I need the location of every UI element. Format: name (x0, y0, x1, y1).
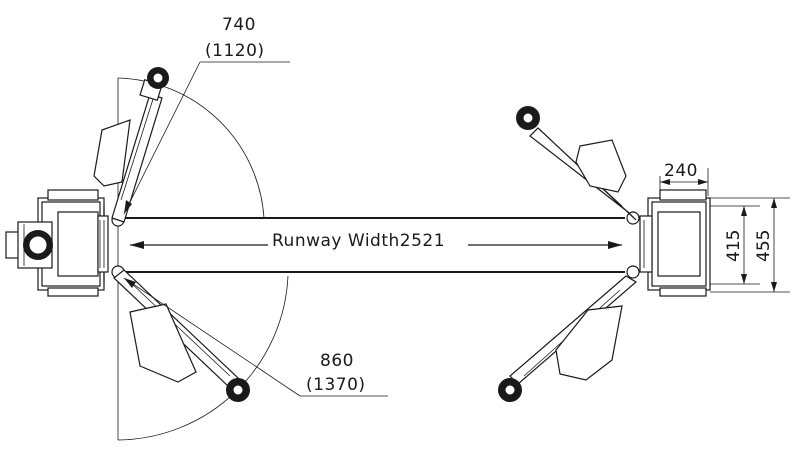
base-dimensions: 415 455 (710, 197, 790, 293)
base-outer-value: 455 (754, 230, 774, 262)
left-column (37, 189, 109, 297)
right-bottom-arm (498, 275, 638, 402)
right-top-arm (516, 106, 637, 221)
arm-short-value-alt: (1120) (205, 41, 265, 61)
arm-long-value: 860 (320, 351, 354, 371)
left-top-arm (93, 67, 169, 223)
column-offset-dimension: 240 (659, 161, 709, 196)
arm-short-dimension: 740 (1120) (123, 15, 290, 215)
runway-beams (125, 217, 625, 273)
arm-long-value-alt: (1370) (306, 375, 366, 395)
arm-short-value: 740 (222, 15, 256, 35)
motor-assembly (5, 221, 53, 269)
runway-width-label: Runway Width2521 (272, 231, 445, 251)
right-column (626, 189, 711, 297)
column-offset-value: 240 (664, 161, 698, 181)
arm-long-dimension: 860 (1370) (123, 277, 388, 397)
base-inner-value: 415 (724, 230, 744, 262)
left-bottom-arm (113, 269, 250, 402)
runway-dimension: Runway Width2521 (130, 230, 622, 252)
